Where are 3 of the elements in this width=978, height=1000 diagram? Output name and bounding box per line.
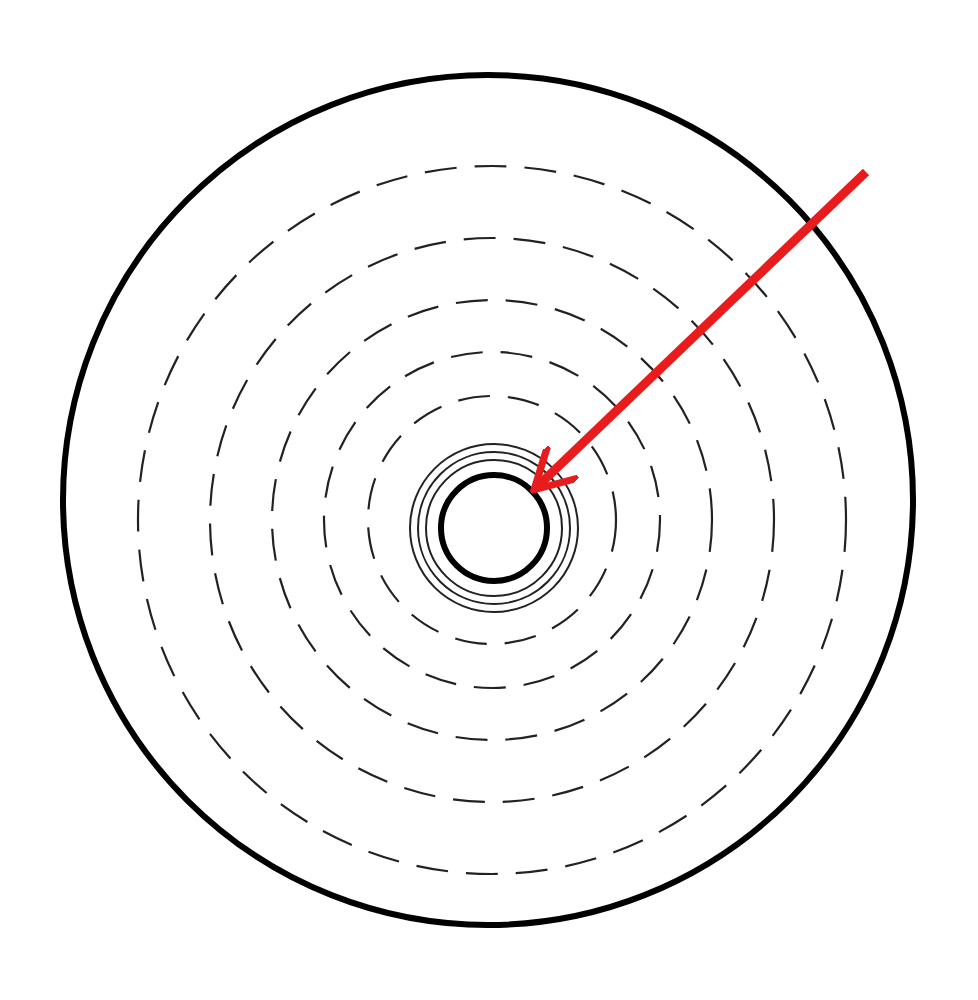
arrow: [530, 168, 870, 494]
center-hole: [438, 472, 550, 584]
disc-outline: [60, 72, 916, 928]
